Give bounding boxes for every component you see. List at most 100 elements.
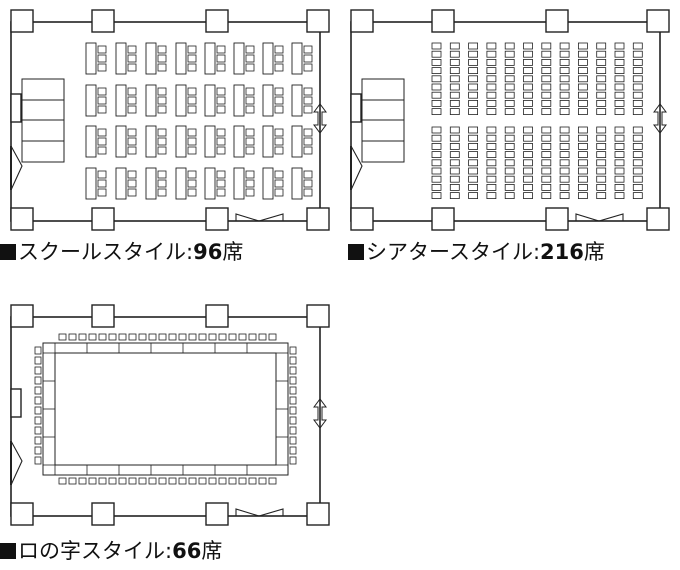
desk: [145, 125, 157, 158]
chair: [559, 42, 570, 50]
chair: [486, 159, 497, 167]
chair: [274, 54, 284, 63]
chair: [504, 142, 515, 150]
chair: [504, 91, 515, 99]
chair: [632, 183, 643, 191]
chair: [523, 59, 533, 66]
chair: [274, 87, 284, 96]
chair: [274, 128, 284, 137]
desk: [145, 42, 157, 75]
chair: [108, 333, 117, 341]
chair: [577, 59, 588, 66]
chair: [289, 426, 297, 435]
desk: [233, 125, 245, 158]
pillar: [10, 207, 34, 231]
caption-separator: :: [165, 539, 173, 563]
chair: [486, 75, 497, 83]
chair: [523, 91, 533, 99]
chair: [541, 151, 552, 159]
pillar: [10, 304, 34, 328]
chair: [431, 134, 442, 142]
chair: [559, 167, 570, 175]
chair: [504, 159, 515, 167]
chair: [523, 42, 533, 50]
pillar: [205, 304, 229, 328]
chair: [632, 175, 643, 183]
chair: [449, 67, 460, 74]
chair: [632, 192, 643, 200]
chair: [187, 170, 197, 179]
chair: [449, 167, 460, 175]
chair: [468, 91, 479, 99]
desk: [291, 42, 303, 75]
chair: [158, 477, 167, 485]
chair: [596, 67, 607, 74]
chair: [523, 126, 533, 134]
chair: [468, 75, 479, 83]
chair: [97, 137, 107, 146]
chair: [97, 87, 107, 96]
chair: [449, 42, 460, 50]
chair: [127, 54, 137, 63]
chair: [274, 63, 284, 72]
chair: [245, 63, 255, 72]
desk: [85, 84, 97, 117]
chair: [559, 59, 570, 66]
hollow-square-style-caption: ロの字スタイル:66席: [0, 539, 222, 563]
chair: [187, 188, 197, 197]
chair: [68, 333, 77, 341]
chair: [289, 446, 297, 455]
pillar: [545, 9, 569, 33]
pillar: [91, 9, 115, 33]
pillar: [306, 207, 330, 231]
chair: [577, 75, 588, 83]
chair: [559, 159, 570, 167]
chair: [504, 183, 515, 191]
chair: [303, 54, 313, 63]
chair: [504, 126, 515, 134]
bottom-door-icon: [575, 213, 624, 222]
chair: [245, 146, 255, 155]
chair: [486, 100, 497, 107]
entrance-arrow-icon: [313, 398, 327, 429]
chair: [504, 75, 515, 83]
chair: [431, 159, 442, 167]
chair: [486, 192, 497, 200]
chair: [98, 333, 107, 341]
chair: [34, 346, 42, 355]
chair: [577, 192, 588, 200]
chair: [216, 137, 226, 146]
chair: [431, 151, 442, 159]
chair: [614, 167, 625, 175]
chair: [577, 42, 588, 50]
wall-panel: [10, 93, 22, 123]
chair: [449, 108, 460, 115]
chair: [228, 333, 237, 341]
chair: [541, 126, 552, 134]
chair: [614, 159, 625, 167]
desk: [233, 42, 245, 75]
chair: [431, 91, 442, 99]
chair: [34, 456, 42, 465]
chair: [632, 75, 643, 83]
hollow-square-floor-plan: [10, 304, 330, 526]
chair: [523, 159, 533, 167]
desk: [175, 42, 187, 75]
chair: [486, 83, 497, 91]
chair: [34, 356, 42, 365]
pillar: [306, 9, 330, 33]
chair: [486, 134, 497, 142]
front-table: [21, 119, 65, 142]
desk: [85, 125, 97, 158]
chair: [148, 477, 157, 485]
chair: [632, 91, 643, 99]
chair: [431, 83, 442, 91]
chair: [523, 142, 533, 150]
room-wall: [10, 316, 321, 517]
hollow-square-style-plan: ロの字スタイル:66席: [0, 295, 340, 570]
chair: [268, 477, 277, 485]
left-door-icon: [350, 145, 363, 191]
chair: [449, 175, 460, 183]
chair: [577, 126, 588, 134]
desk: [233, 167, 245, 200]
